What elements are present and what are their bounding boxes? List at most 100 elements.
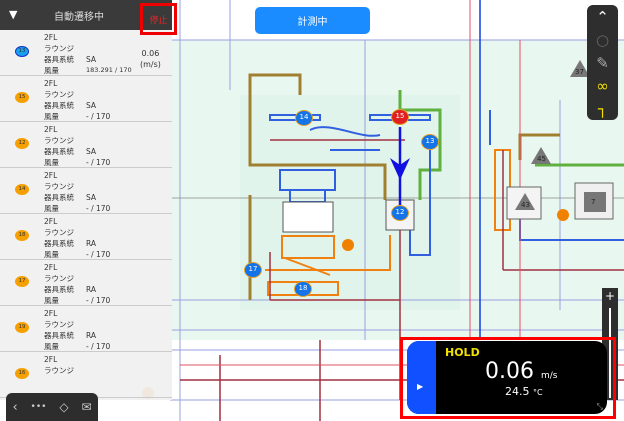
resize-icon[interactable]: ⤡ [596, 402, 603, 411]
triangle-label: 43 [521, 201, 530, 209]
floor: 2FL [44, 79, 58, 88]
temperature-value: 24.5 [505, 385, 530, 398]
flow-value: 183.291 / 170 [86, 66, 132, 74]
flow-value: - / 170 [86, 342, 111, 351]
system-label: 器具系統 [44, 55, 74, 64]
more-icon[interactable]: ••• [30, 402, 47, 412]
chevron-up-icon[interactable]: ⌃ [596, 7, 609, 26]
list-item[interactable]: 14 2FL ラウンジ 器具系統 SA 風量 - / 170 [0, 168, 172, 214]
point-badge: 14 [15, 184, 29, 195]
system-label: 器具系統 [44, 285, 74, 294]
hold-label: HOLD [445, 346, 480, 359]
room: ラウンジ [44, 136, 74, 145]
map-marker-17[interactable]: 17 [244, 262, 262, 278]
room: ラウンジ [44, 228, 74, 237]
link-icon[interactable]: ∞ [596, 76, 609, 95]
list-item[interactable]: 19 2FL ラウンジ 器具系統 RA 風量 - / 170 [0, 306, 172, 352]
flow-value: - / 170 [86, 204, 111, 213]
list-item[interactable]: 16 2FL ラウンジ [0, 352, 172, 398]
floor: 2FL [44, 217, 58, 226]
point-badge: 12 [15, 138, 29, 149]
flow-value: - / 170 [86, 158, 111, 167]
layers-icon[interactable]: ◇ [59, 400, 69, 414]
point-badge: 15 [15, 92, 29, 103]
system-label: 器具系統 [44, 101, 74, 110]
room: ラウンジ [44, 90, 74, 99]
flow-value: - / 170 [86, 250, 111, 259]
system-label: 器具系統 [44, 239, 74, 248]
compass-icon[interactable]: ○ [595, 30, 610, 49]
zoom-track[interactable] [609, 308, 611, 398]
temperature: 24.5 °C [505, 385, 543, 398]
velocity-value: 0.06 m/s [485, 359, 557, 384]
map-marker-14[interactable]: 14 [295, 110, 313, 126]
play-strip[interactable] [407, 341, 436, 414]
room: ラウンジ [44, 366, 74, 375]
flow-value: - / 170 [86, 296, 111, 305]
floor: 2FL [44, 171, 58, 180]
list-item[interactable]: 13 2FL ラウンジ 器具系統 SA 風量 183.291 / 170 0.0… [0, 30, 172, 76]
map-marker-12[interactable]: 12 [391, 205, 409, 221]
room: ラウンジ [44, 182, 74, 191]
system-label: 器具系統 [44, 193, 74, 202]
system-value: SA [86, 193, 97, 202]
system-value: SA [86, 55, 97, 64]
right-toolbar: ⌃ ○ ✎ ∞ ┐ [587, 5, 618, 120]
floor: 2FL [44, 355, 58, 364]
system-value: RA [86, 331, 97, 340]
square-marker-7[interactable]: 7 [591, 198, 596, 206]
triangle-marker-45[interactable] [531, 147, 551, 164]
flow-label: 風量 [44, 250, 59, 259]
system-value: RA [86, 285, 97, 294]
bottom-toolbar: ‹ ••• ◇ ✉ [6, 393, 98, 421]
triangle-marker-43[interactable] [515, 193, 535, 210]
list-item[interactable]: 18 2FL ラウンジ 器具系統 RA 風量 - / 170 [0, 214, 172, 260]
flow-label: 風量 [44, 204, 59, 213]
point-badge: 19 [15, 322, 29, 333]
system-value: SA [86, 101, 97, 110]
point-badge: 13 [15, 46, 29, 57]
point-badge: 18 [15, 230, 29, 241]
flow-label: 風量 [44, 296, 59, 305]
point-badge: 17 [15, 276, 29, 287]
room: ラウンジ [44, 44, 74, 53]
map-marker-13[interactable]: 13 [421, 134, 439, 150]
flow-label: 風量 [44, 158, 59, 167]
collapse-triangle-icon[interactable]: ▼ [9, 8, 18, 21]
room: ラウンジ [44, 320, 74, 329]
flow-value: - / 170 [86, 112, 111, 121]
back-icon[interactable]: ‹ [12, 399, 18, 415]
system-value: RA [86, 239, 97, 248]
floor: 2FL [44, 263, 58, 272]
system-label: 器具系統 [44, 331, 74, 340]
panel-title: 自動遷移中 [54, 11, 104, 23]
play-icon[interactable]: ▶ [417, 382, 424, 391]
hold-readout-panel[interactable]: ▶ HOLD 0.06 m/s 24.5 °C ⤡ [407, 341, 607, 414]
measure-unit: (m/s) [140, 60, 161, 69]
velocity-unit: m/s [540, 371, 558, 381]
floor: 2FL [44, 125, 58, 134]
point-badge: 16 [15, 368, 29, 379]
pencil-icon[interactable]: ✎ [596, 53, 609, 72]
route-icon[interactable]: ┐ [597, 99, 608, 118]
measurement-list-panel: ▼ 自動遷移中 13 2FL ラウンジ 器具系統 SA 風量 183.291 /… [0, 0, 172, 400]
room: ラウンジ [44, 274, 74, 283]
triangle-marker-37[interactable] [570, 60, 590, 77]
flow-label: 風量 [44, 342, 59, 351]
list-item[interactable]: 17 2FL ラウンジ 器具系統 RA 風量 - / 170 [0, 260, 172, 306]
triangle-label: 45 [537, 155, 546, 163]
measured-value: 0.06 (m/s) [140, 48, 161, 70]
flow-label: 風量 [44, 112, 59, 121]
hold-highlight [400, 337, 616, 419]
map-marker-15-selected[interactable]: 15 [391, 109, 409, 125]
list-item[interactable]: 12 2FL ラウンジ 器具系統 SA 風量 - / 170 [0, 122, 172, 168]
flow-label: 風量 [44, 66, 59, 75]
zoom-in-icon[interactable]: + [604, 289, 616, 303]
mail-icon[interactable]: ✉ [81, 400, 92, 414]
floor: 2FL [44, 33, 58, 42]
list-item[interactable]: 15 2FL ラウンジ 器具系統 SA 風量 - / 170 [0, 76, 172, 122]
stop-button[interactable]: 停止 [140, 3, 177, 35]
map-marker-18[interactable]: 18 [294, 281, 312, 297]
measuring-button[interactable]: 計測中 [255, 7, 370, 34]
measure-number: 0.06 [141, 49, 160, 58]
